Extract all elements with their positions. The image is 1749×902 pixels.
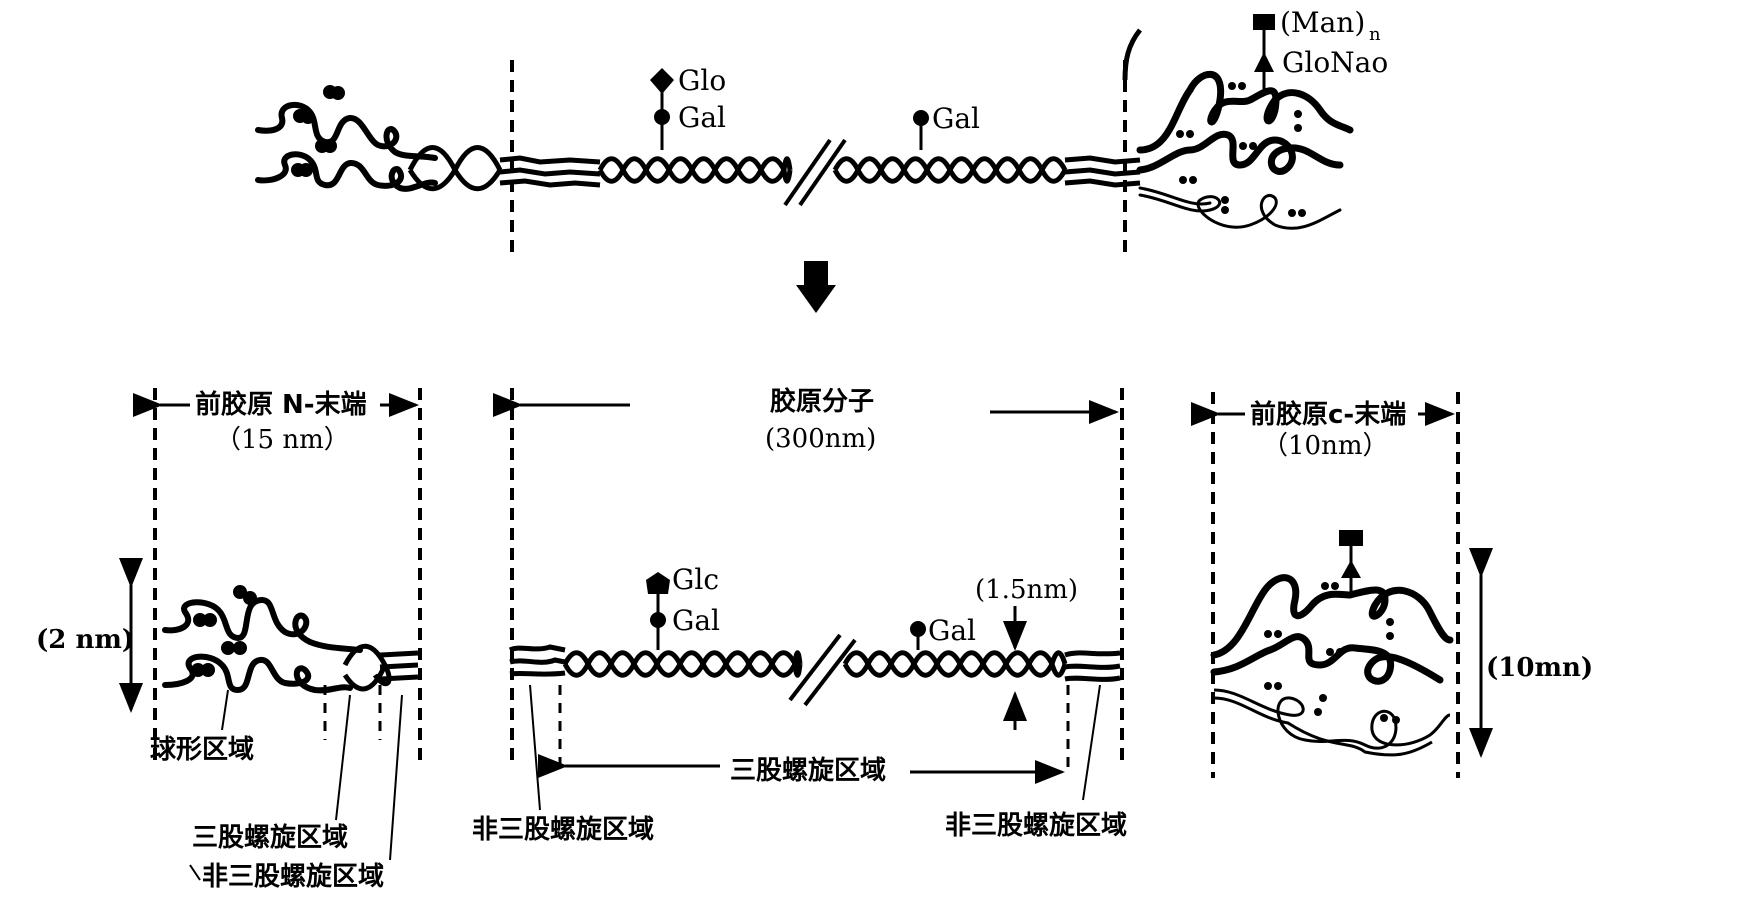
collagen-glc-gal-chain-icon (646, 572, 670, 650)
c-lower-thin-chain-icon (1213, 688, 1451, 757)
collagen-title: 胶原分子 (770, 386, 874, 417)
n-terminal-length: （15 nm） (215, 425, 350, 455)
n-label-triple-helix: 三股螺旋区域 (192, 823, 348, 853)
top-man-label: (Man) (1280, 6, 1365, 39)
helix-diameter-label: (1.5nm) (975, 575, 1078, 605)
c-diameter-label: (10mn) (1486, 653, 1593, 683)
bottom-middle-collagen-panel: 胶原分子 (300nm) Glc Gal Gal ( (472, 386, 1127, 845)
top-procollagen-molecule: (Man) n GloNao Glo Gal Gal (255, 6, 1388, 255)
collagen-length: (300nm) (765, 424, 876, 454)
triple-pointer-line (335, 694, 351, 821)
top-left-triple-helix-icon (407, 145, 601, 192)
top-gal-right-label: Gal (932, 102, 980, 135)
helix-strand (562, 650, 803, 678)
n-globular-domain-icon (162, 585, 363, 694)
collagen-gal-chain-icon (910, 621, 926, 650)
top-c-sugar-dots (1176, 82, 1306, 217)
left-nontriple-pointer (529, 684, 541, 811)
n-terminal-title: 前胶原 N-末端 (195, 389, 367, 420)
n-diameter-label: (2 nm) (36, 625, 134, 655)
nontriple-pointer-line (389, 694, 403, 861)
helix-strand (562, 650, 803, 678)
collagen-glc-label: Glc (672, 563, 719, 596)
helix-strand (597, 156, 793, 184)
top-gal-left-label: Gal (678, 101, 726, 134)
collagen-label-nontriple-right: 非三股螺旋区域 (945, 811, 1127, 841)
collagen-label-nontriple-left: 非三股螺旋区域 (472, 815, 654, 845)
bottom-left-n-terminal-panel: 前胶原 N-末端 （15 nm） (2 nm) 球形区域 三股螺旋区域 非三股螺… (36, 388, 422, 892)
down-arrow-icon (796, 261, 836, 313)
bottom-right-c-terminal-panel: 前胶原c-末端 （10nm） (10mn) (1191, 392, 1593, 778)
top-gal-chain-icon (913, 110, 929, 150)
top-main-triple-helix-left-icon (597, 156, 793, 184)
n-short-helix-icon (342, 643, 419, 692)
collagen-gal-left-label: Gal (672, 604, 720, 637)
helix-strand (597, 156, 793, 184)
collagen-right-nonhelical-icon (1064, 650, 1121, 682)
collagen-left-nonhelical-icon (508, 644, 566, 677)
top-n-globular-domain-icon (255, 85, 438, 192)
collagen-break-mark-icon (788, 633, 857, 707)
globular-pointer-line (221, 689, 229, 731)
collagen-triple-helix-left-icon (562, 650, 803, 678)
top-mannose-glcnac-icon (1253, 14, 1275, 95)
collagen-triple-helix-right-icon (842, 650, 1068, 678)
top-glcnac-label: GloNao (1282, 46, 1388, 79)
top-glc-label: Glo (678, 64, 726, 97)
right-nontriple-pointer (1082, 684, 1101, 801)
top-glc-gal-chain-icon (650, 68, 674, 150)
c-mannose-glcnac-icon (1339, 530, 1363, 592)
top-main-triple-helix-right-icon (832, 156, 1068, 184)
top-right-nonhelical-strands-icon (1064, 155, 1141, 188)
top-man-subscript: n (1369, 24, 1381, 45)
collagen-label-triple-helix: 三股螺旋区域 (730, 756, 886, 786)
n-label-nontriple-helix: 非三股螺旋区域 (202, 862, 384, 892)
c-sugar-dots (1264, 582, 1400, 724)
c-terminal-title: 前胶原c-末端 (1250, 399, 1406, 430)
n-label-globular: 球形区域 (150, 735, 254, 765)
c-terminal-length: （10nm） (1262, 431, 1388, 461)
c-globular-domain-icon (1210, 574, 1454, 685)
top-c-globular-domain-icon (1136, 70, 1354, 230)
helix-strand (842, 650, 1068, 678)
collagen-gal-right-label: Gal (928, 614, 976, 647)
helix-strand (832, 156, 1068, 184)
top-break-mark-icon (783, 138, 847, 207)
